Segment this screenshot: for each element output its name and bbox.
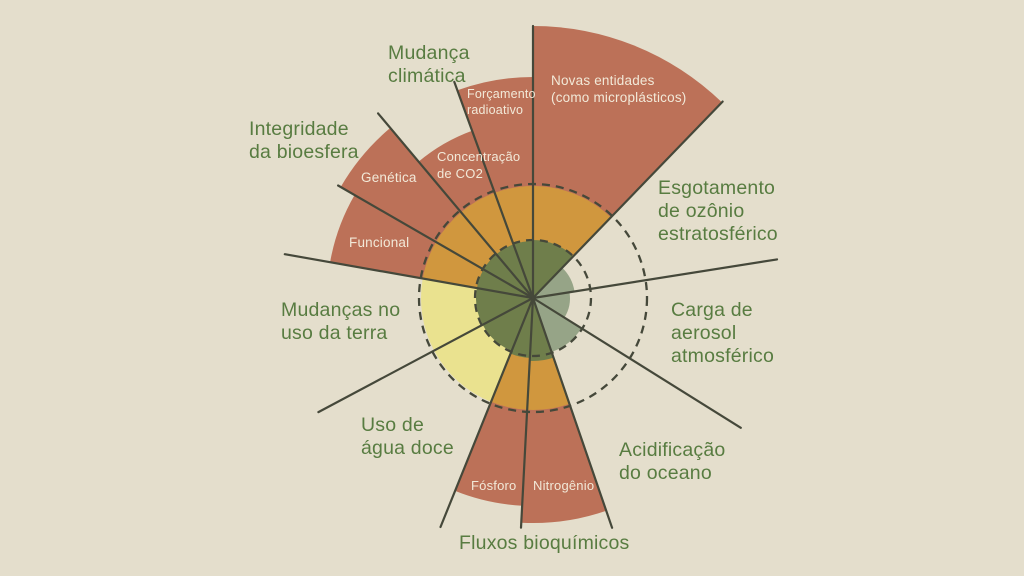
divider-line-161 xyxy=(531,296,614,529)
divider-line-320 xyxy=(377,112,535,300)
divider-line-183 xyxy=(519,296,535,529)
wedge-esgotamento-ozonio-safe_green xyxy=(533,267,575,298)
divider-line-242 xyxy=(317,296,535,414)
wedge-uso-agua-doce-inner_green xyxy=(482,298,533,351)
divider-line-340 xyxy=(453,80,535,300)
divider-line-44 xyxy=(531,100,724,300)
divider-line-280 xyxy=(283,253,535,300)
divider-line-122 xyxy=(531,296,742,429)
wedge-mudancas-uso-terra-inner_green xyxy=(476,288,533,325)
wedge-nitrogenio-inner_green xyxy=(529,298,554,361)
divider-line-300 xyxy=(337,184,535,300)
wedge-acidificacao-oceano-safe_green xyxy=(533,298,582,352)
wedge-carga-aerosol-safe_green xyxy=(533,292,570,318)
wedge-concentracao-co2-inner_green xyxy=(496,244,533,298)
divider-line-81 xyxy=(531,258,779,300)
wedge-novas-entidades-inner_green xyxy=(533,240,574,298)
divider-line-202 xyxy=(439,296,535,529)
wedge-genetica-inner_green xyxy=(483,254,533,298)
